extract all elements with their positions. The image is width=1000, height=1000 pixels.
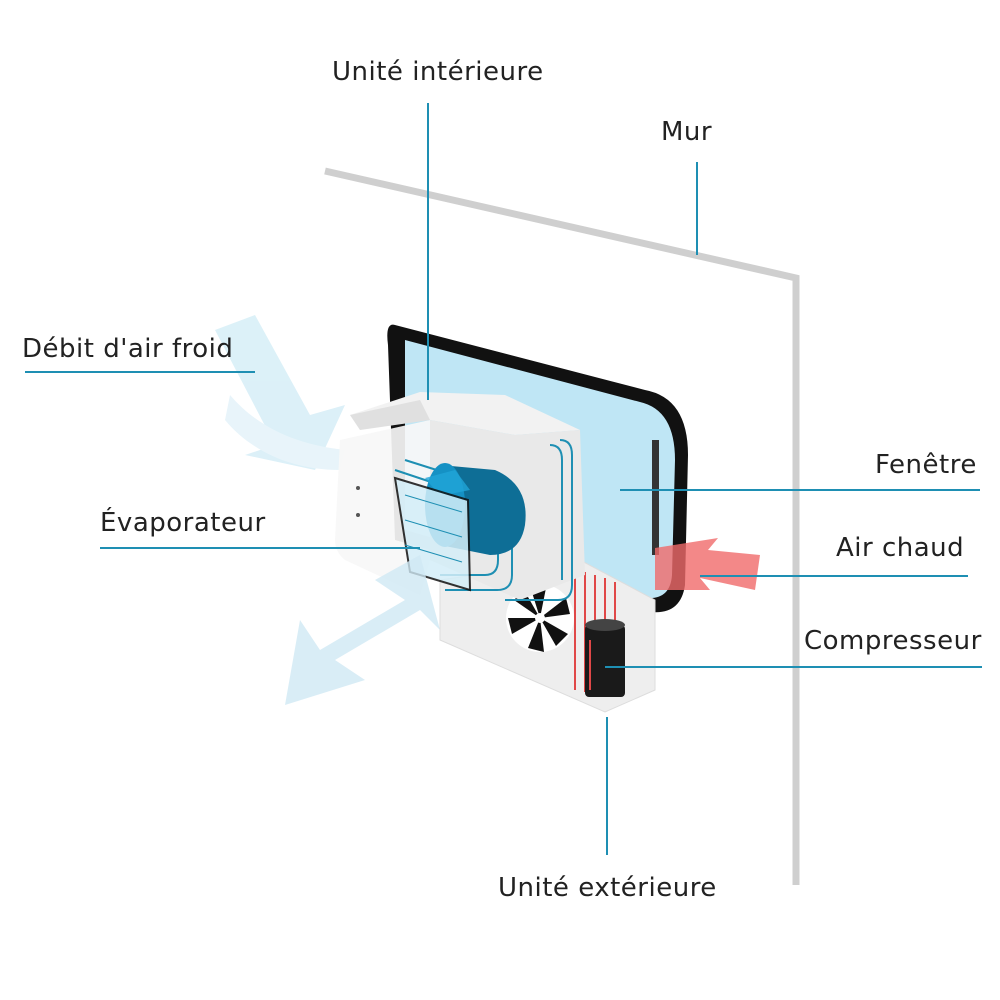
label-compressor: Compresseur [804, 626, 982, 656]
indoor-unit [335, 392, 585, 601]
cold-air-flow-arrows [215, 315, 345, 470]
label-cold-air-flow: Débit d'air froid [22, 334, 234, 364]
cold-air-incoming-arrow [215, 315, 345, 470]
cold-air-outgoing-arrow [285, 555, 440, 705]
hot-air-arrow [655, 538, 760, 590]
label-wall: Mur [661, 117, 713, 147]
label-indoor-unit: Unité intérieure [332, 57, 544, 87]
compressor [585, 619, 625, 697]
label-evaporator: Évaporateur [100, 508, 266, 538]
louver [350, 400, 430, 430]
leader-lines [25, 103, 982, 855]
label-outdoor-unit: Unité extérieure [498, 873, 717, 903]
outdoor-unit [439, 559, 656, 713]
cold-air-incoming-arrow-2 [225, 395, 345, 470]
indicator-light [356, 513, 360, 517]
label-hot-air: Air chaud [836, 533, 965, 563]
wall [324, 167, 800, 885]
label-window: Fenêtre [875, 450, 977, 480]
window-handle [652, 440, 659, 555]
indicator-light [356, 486, 360, 490]
